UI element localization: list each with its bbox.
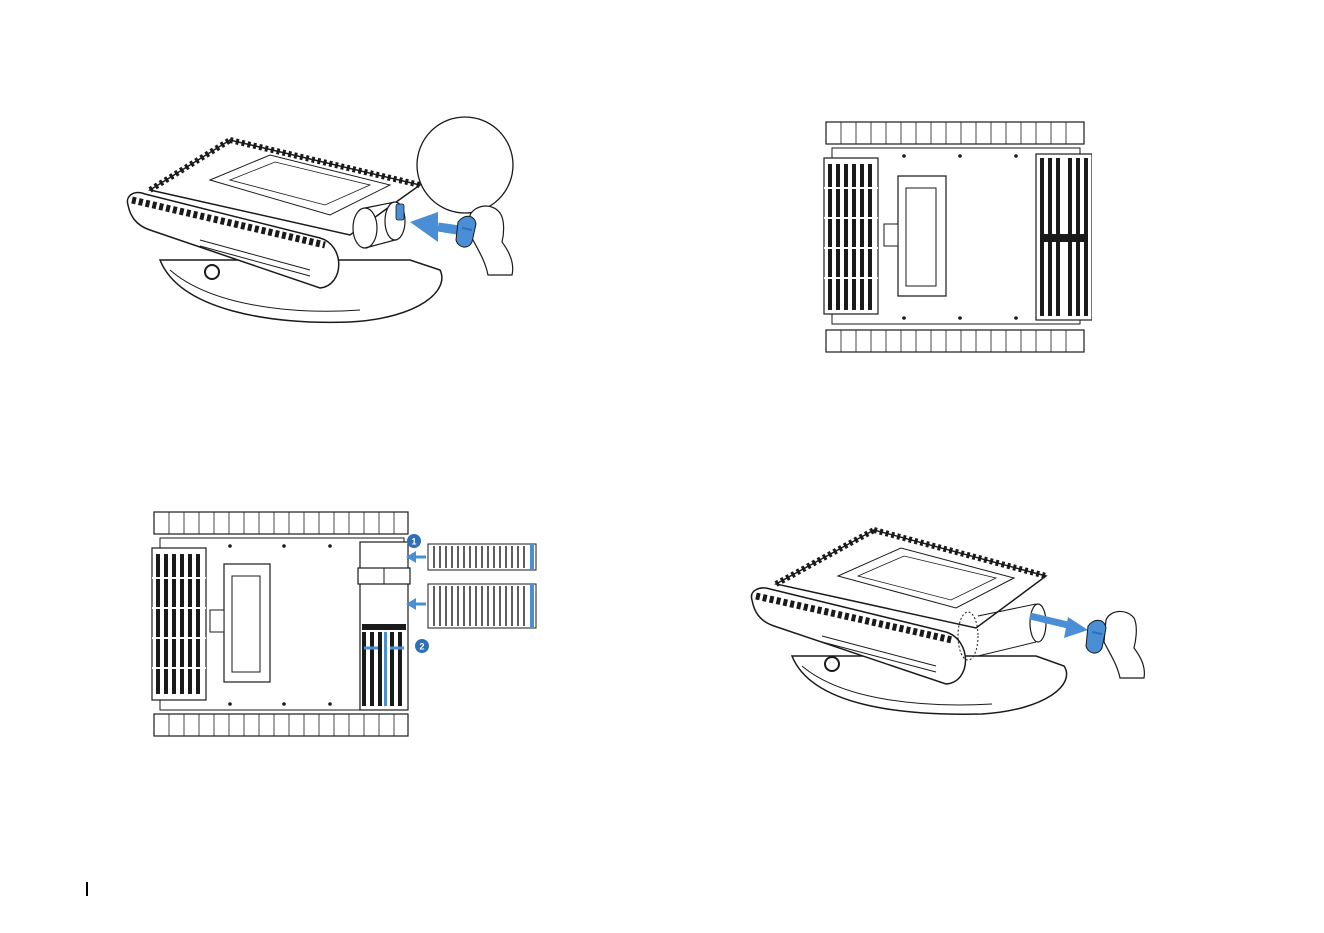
page-margin-mark: [86, 882, 88, 896]
figure-isometric-remove-clip: [746, 516, 1146, 726]
robot-underside-install-drawing: 1 2: [148, 508, 544, 740]
figure-underside-assembled: [820, 118, 1092, 358]
robot-isometric-drawing: [120, 110, 530, 340]
figure-isometric-insert-clip: [120, 110, 530, 340]
robot-underside-drawing: [820, 118, 1092, 358]
step-1-label: 1: [411, 537, 416, 547]
figure-underside-brush-install: 1 2: [148, 508, 544, 740]
step-2-label: 2: [419, 642, 424, 652]
robot-isometric-remove-drawing: [746, 516, 1146, 726]
